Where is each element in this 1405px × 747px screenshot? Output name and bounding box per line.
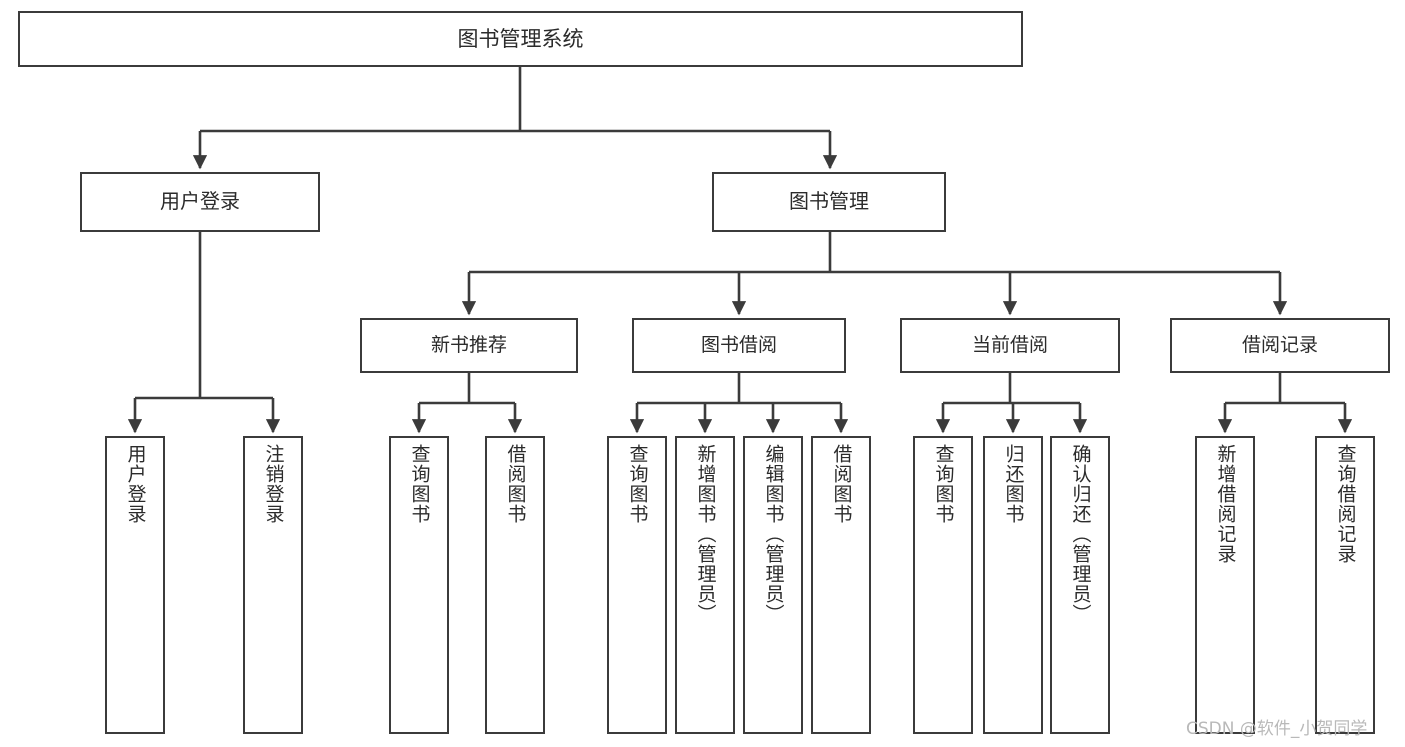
leaf-label: 查询图书 (626, 444, 649, 524)
leaf-label: 借阅图书 (830, 444, 853, 524)
leaf-label: 注销登录 (262, 444, 285, 524)
leaf-label: 借阅图书 (504, 444, 527, 524)
leaf-label: 查询借阅记录 (1334, 444, 1357, 564)
node-new-book-recommend[interactable]: 新书推荐 (360, 318, 578, 373)
node-current-borrow-label: 当前借阅 (971, 334, 1048, 357)
node-user-login-label: 用户登录 (160, 189, 240, 214)
node-book-borrow-label: 图书借阅 (700, 334, 777, 357)
node-borrow-record-label: 借阅记录 (1241, 334, 1318, 357)
leaf-logout[interactable]: 注销登录 (243, 436, 303, 734)
node-new-book-recommend-label: 新书推荐 (430, 334, 507, 357)
leaf-add-borrow-record[interactable]: 新增借阅记录 (1195, 436, 1255, 734)
leaf-edit-book-admin[interactable]: 编辑图书（管理员） (743, 436, 803, 734)
leaf-label: 新增图书（管理员） (694, 444, 717, 624)
node-book-borrow[interactable]: 图书借阅 (632, 318, 846, 373)
leaf-label: 编辑图书（管理员） (762, 444, 785, 624)
leaf-query-book[interactable]: 查询图书 (607, 436, 667, 734)
node-borrow-record[interactable]: 借阅记录 (1170, 318, 1390, 373)
leaf-add-book-admin[interactable]: 新增图书（管理员） (675, 436, 735, 734)
leaf-query-borrow-record[interactable]: 查询借阅记录 (1315, 436, 1375, 734)
leaf-user-login[interactable]: 用户登录 (105, 436, 165, 734)
node-root[interactable]: 图书管理系统 (18, 11, 1023, 67)
node-root-label: 图书管理系统 (457, 26, 584, 51)
leaf-borrow-book-new[interactable]: 借阅图书 (485, 436, 545, 734)
leaf-label: 新增借阅记录 (1214, 444, 1237, 564)
leaf-label: 确认归还（管理员） (1069, 444, 1092, 624)
leaf-borrow-book[interactable]: 借阅图书 (811, 436, 871, 734)
leaf-label: 查询图书 (408, 444, 431, 524)
leaf-label: 用户登录 (124, 444, 147, 524)
leaf-label: 查询图书 (932, 444, 955, 524)
leaf-query-book-new[interactable]: 查询图书 (389, 436, 449, 734)
leaf-confirm-return-admin[interactable]: 确认归还（管理员） (1050, 436, 1110, 734)
node-user-login[interactable]: 用户登录 (80, 172, 320, 232)
node-book-manage[interactable]: 图书管理 (712, 172, 946, 232)
node-current-borrow[interactable]: 当前借阅 (900, 318, 1120, 373)
csdn-watermark: CSDN @软件_小贺同学 (1186, 719, 1368, 739)
leaf-return-book[interactable]: 归还图书 (983, 436, 1043, 734)
node-book-manage-label: 图书管理 (789, 189, 869, 214)
leaf-query-book-current[interactable]: 查询图书 (913, 436, 973, 734)
leaf-label: 归还图书 (1002, 444, 1025, 524)
